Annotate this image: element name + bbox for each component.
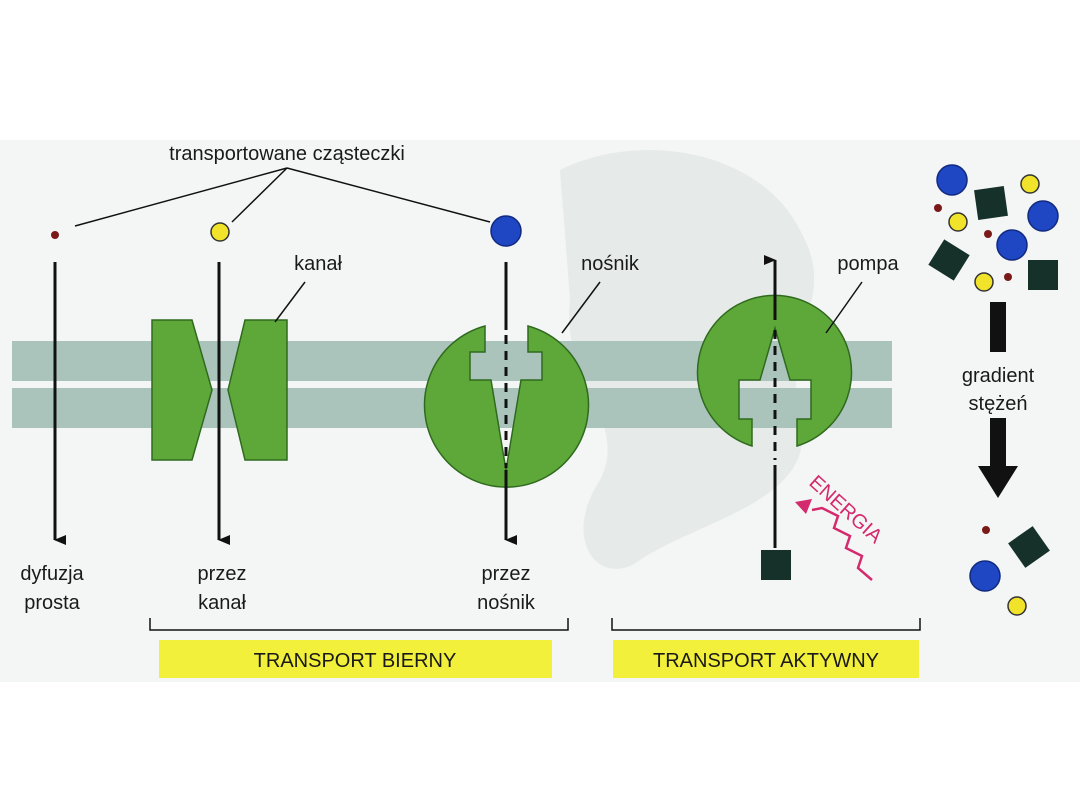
pump-leader-line [825,281,863,334]
carrier-label: nośnik [581,253,640,275]
carrier-transport: nośnik przez nośnik [423,215,640,614]
gradient-label-line2: stężeń [969,393,1028,415]
low-concentration-molecules [969,526,1050,616]
gradient-arrowhead [978,466,1018,498]
molecules-label: transportowane cząsteczki [169,143,405,165]
active-banner [613,640,919,678]
passive-bracket [149,618,569,631]
high-concentration-molecules [928,164,1059,292]
channel-protein-right [227,319,288,461]
via-channel-label-line1: przez [198,563,247,585]
passive-banner [159,640,552,678]
channel-leader-line [274,281,306,323]
molecules-leader-lines [74,167,491,227]
carrier-protein [423,325,590,488]
energy-zigzag-arrow [811,506,873,581]
large-molecule [490,215,522,247]
passive-transport-group: TRANSPORT BIERNY [149,618,569,678]
diffusion-label-line1: dyfuzja [20,563,84,585]
pump-label: pompa [837,253,899,275]
active-transport-group: TRANSPORT AKTYWNY [611,618,921,678]
gradient-arrow-shaft-upper [990,302,1006,352]
channel-protein-left [151,319,213,461]
pump-protein [696,294,853,448]
carrier-leader-line [561,281,601,334]
gradient-label-line1: gradient [962,365,1035,387]
gradient-arrow-shaft-lower [990,418,1006,468]
active-banner-label: TRANSPORT AKTYWNY [653,650,879,672]
passive-banner-label: TRANSPORT BIERNY [254,650,457,672]
channel-label: kanał [294,253,342,275]
via-channel-label-line2: kanał [198,592,246,614]
via-carrier-label-line2: nośnik [477,592,536,614]
square-molecule [761,550,791,580]
via-carrier-label-line1: przez [482,563,531,585]
channel-transport: kanał przez kanał [151,222,342,614]
concentration-gradient: gradient stężeń [928,164,1059,616]
active-bracket [611,618,921,631]
energy-arrowhead [795,499,812,514]
medium-molecule [210,222,230,242]
small-molecule [51,231,59,239]
diffusion-label-line2: prosta [24,592,80,614]
simple-diffusion: dyfuzja prosta [20,231,85,614]
